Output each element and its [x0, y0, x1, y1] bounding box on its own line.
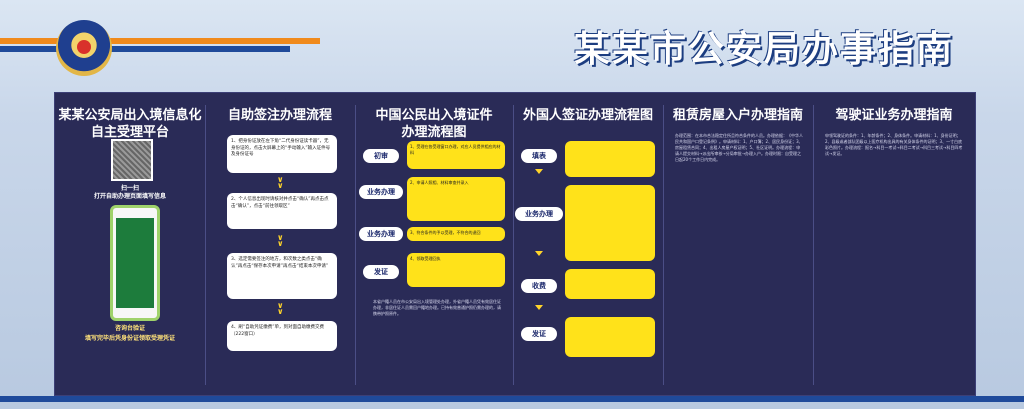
column-title-line: 办理流程图 — [401, 125, 467, 140]
step-box: 2、个人信息出现时请核对并点击“确认”再点击点击“确认”，点击“前往领取区” — [227, 193, 337, 229]
guide-text: 办理范围：在本市合法稳定住所且符合条件的人员。办理依据：《中华人民共和国户口登记… — [675, 133, 803, 162]
column-self-service: 自助签注办理流程 1、把身份证放在左下角“二代身份证读卡器”，无身份证的，点击大… — [205, 93, 355, 395]
column-title: 租赁房屋入户办理指南 — [672, 108, 803, 123]
step-box: 4、刷“自助凭证缴费”单，到对面自助缴费交费（222窗口） — [227, 321, 337, 351]
divider — [205, 105, 206, 385]
column-chinese-citizen: 中国公民出入境证件 办理流程图 初审 1、受理在各受理窗口办理，对应人员提供相应… — [355, 93, 513, 395]
divider — [813, 105, 814, 385]
chevron-down-icon: ∨∨ — [277, 175, 284, 190]
divider — [513, 105, 514, 385]
column-driver-license: 驾驶证业务办理指南 申领驾驶证的条件：1、年龄条件；2、身体条件。申请材料：1、… — [813, 93, 975, 395]
step-label: 发证 — [363, 265, 399, 279]
step-box: 1、把身份证放在左下角“二代身份证读卡器”，无身份证的，点击大屏幕上的“手动输入… — [227, 135, 337, 173]
consult-label: 咨询台验证 — [114, 325, 145, 332]
step-note-box — [565, 269, 655, 299]
step-note: 2、申请人照相、材料审查并录入 — [407, 177, 505, 221]
orange-stripe — [0, 38, 320, 44]
step-note-box — [565, 141, 655, 177]
police-emblem-icon — [56, 20, 112, 76]
column-foreigner-visa: 外国人签证办理流程图 填表 业务办理 收费 发证 — [513, 93, 663, 395]
phone-screen-icon — [110, 205, 160, 321]
column-platform: 某某公安局出入境信息化 自主受理平台 扫一扫 打开自助办理页面填写信息 咨询台验… — [55, 93, 205, 395]
step-note-box — [565, 185, 655, 261]
blue-stripe-bottom — [0, 396, 1024, 402]
scan-description: 打开自助办理页面填写信息 — [93, 193, 166, 200]
page-title: 某某市公安局办事指南 — [573, 28, 954, 70]
qr-code-icon — [111, 139, 153, 181]
step-label: 业务办理 — [359, 227, 403, 241]
bottom-note: 本省户籍人员在市公安局出入境管理处办理，外省户籍人员凭有效居住证办理，非居住证人… — [373, 299, 501, 316]
step-label: 业务办理 — [359, 185, 403, 199]
step-box: 3、选定需要签注的地方，和次数之类点击“确认”再点击“保存本次申请”再点击“结束… — [227, 253, 337, 299]
scan-label: 扫一扫 — [120, 185, 139, 192]
arrow-down-icon — [535, 305, 543, 310]
step-label: 初审 — [363, 149, 399, 163]
step-note: 3、符合条件的予以受理，不符合的退回 — [407, 227, 505, 241]
chevron-down-icon: ∨∨ — [277, 233, 284, 248]
guide-text: 申领驾驶证的条件：1、年龄条件；2、身体条件。申请材料：1、身份证明；2、县级或… — [825, 133, 963, 156]
column-title-line: 中国公民出入境证件 — [375, 108, 493, 123]
column-title-line: 某某公安局出入境信息化 — [58, 108, 202, 123]
step-label: 填表 — [521, 149, 557, 163]
step-label: 业务办理 — [515, 207, 563, 221]
divider — [663, 105, 664, 385]
arrow-down-icon — [535, 251, 543, 256]
step-note-box — [565, 317, 655, 357]
content-panel: 某某公安局出入境信息化 自主受理平台 扫一扫 打开自助办理页面填写信息 咨询台验… — [54, 92, 976, 396]
chevron-down-icon: ∨∨ — [277, 301, 284, 316]
consult-description: 填写完毕后凭身份证领取受理凭证 — [84, 335, 175, 342]
column-title: 外国人签证办理流程图 — [522, 108, 653, 123]
column-title: 某某公安局出入境信息化 自主受理平台 — [55, 107, 205, 141]
step-note: 1、受理在各受理窗口办理，对应人员提供相应的材料 — [407, 141, 505, 169]
step-label: 发证 — [521, 327, 557, 341]
arrow-down-icon — [535, 169, 543, 174]
column-title: 驾驶证业务办理指南 — [835, 108, 953, 123]
column-title: 中国公民出入境证件 办理流程图 — [355, 107, 513, 141]
divider — [355, 105, 356, 385]
step-label: 收费 — [521, 279, 557, 293]
column-title: 自助签注办理流程 — [227, 108, 332, 123]
column-title-line: 自主受理平台 — [90, 125, 169, 140]
step-note: 4、领取受理回执 — [407, 253, 505, 287]
blue-stripe — [0, 46, 290, 52]
column-rental-housing: 租赁房屋入户办理指南 办理范围：在本市合法稳定住所且符合条件的人员。办理依据：《… — [663, 93, 813, 395]
